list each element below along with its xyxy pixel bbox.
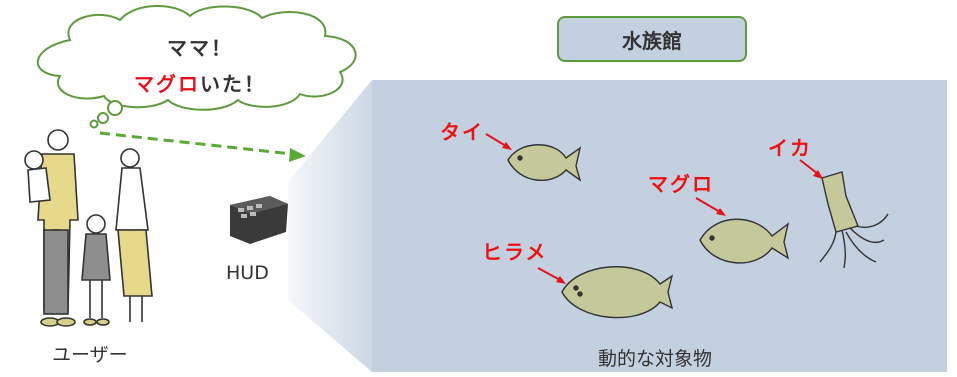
hirame-pointer-arrow — [537, 267, 566, 284]
label-maguro: マグロ — [648, 172, 714, 196]
aquarium-label: 水族館 — [557, 16, 747, 62]
maguro-pointer-arrow — [695, 197, 726, 216]
hud-device-icon — [230, 196, 288, 244]
ika-squid-icon — [819, 171, 889, 269]
view-cone — [288, 80, 372, 372]
label-hirame: ヒラメ — [482, 240, 548, 264]
tank-caption: 動的な対象物 — [598, 348, 713, 370]
user-family-illustration — [24, 129, 153, 327]
speech-rest: いた！ — [200, 72, 266, 96]
ika-pointer-arrow — [799, 159, 823, 179]
hirame-fish-icon — [561, 266, 674, 319]
label-ika: イカ — [768, 136, 812, 160]
maguro-fish-icon — [699, 218, 790, 264]
tai-fish-icon — [507, 144, 582, 182]
user-label: ユーザー — [52, 344, 128, 366]
label-tai: タイ — [440, 120, 484, 144]
gaze-arrow — [99, 131, 306, 162]
speech-line-2: マグロいた！ — [90, 66, 310, 102]
speech-highlight: マグロ — [134, 72, 200, 96]
thought-bubble — [37, 5, 357, 129]
speech-line-1: ママ！ — [167, 36, 233, 60]
tai-pointer-arrow — [485, 133, 512, 150]
hud-label: HUD — [226, 262, 269, 284]
speech-text: ママ！ マグロいた！ — [90, 30, 310, 102]
